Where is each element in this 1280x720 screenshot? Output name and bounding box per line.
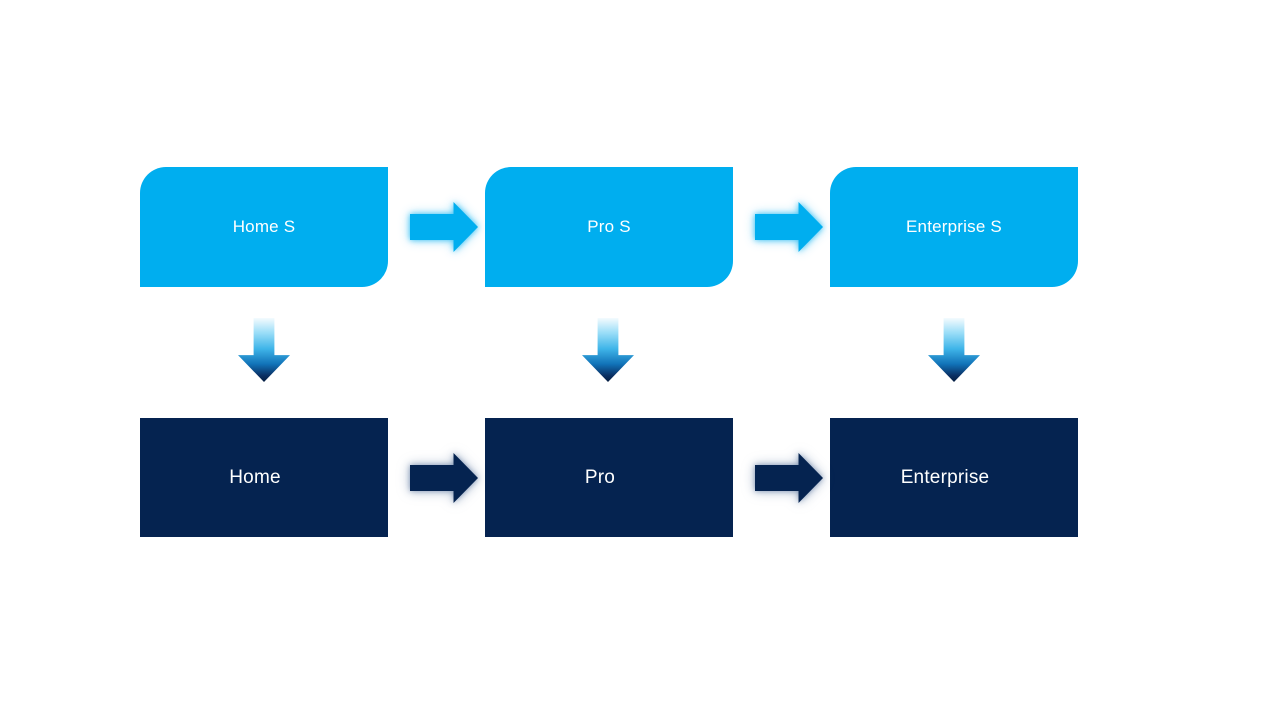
node-pro-s-label: Pro S — [587, 217, 631, 236]
right-arrow-icon — [410, 453, 478, 503]
node-home-label: Home — [229, 466, 281, 488]
node-home-s: Home S — [140, 167, 388, 287]
node-home-s-label: Home S — [232, 217, 296, 236]
right-arrow-shape — [755, 202, 823, 252]
node-pro-label: Pro — [584, 466, 616, 488]
node-enterprise-label: Enterprise — [900, 466, 990, 488]
node-enterprise: Enterprise — [830, 418, 1078, 537]
node-home: Home — [140, 418, 388, 537]
right-arrow-icon — [755, 202, 823, 252]
down-arrow-icon — [928, 318, 980, 382]
node-enterprise-s: Enterprise S — [830, 167, 1078, 287]
down-arrow-icon — [238, 318, 290, 382]
node-pro: Pro — [485, 418, 733, 537]
right-arrow-icon — [410, 202, 478, 252]
right-arrow-shape — [410, 453, 478, 503]
down-arrow-icon — [582, 318, 634, 382]
node-enterprise-s-label: Enterprise S — [906, 217, 1002, 236]
right-arrow-shape — [755, 453, 823, 503]
right-arrow-shape — [410, 202, 478, 252]
right-arrow-icon — [755, 453, 823, 503]
node-pro-s: Pro S — [485, 167, 733, 287]
